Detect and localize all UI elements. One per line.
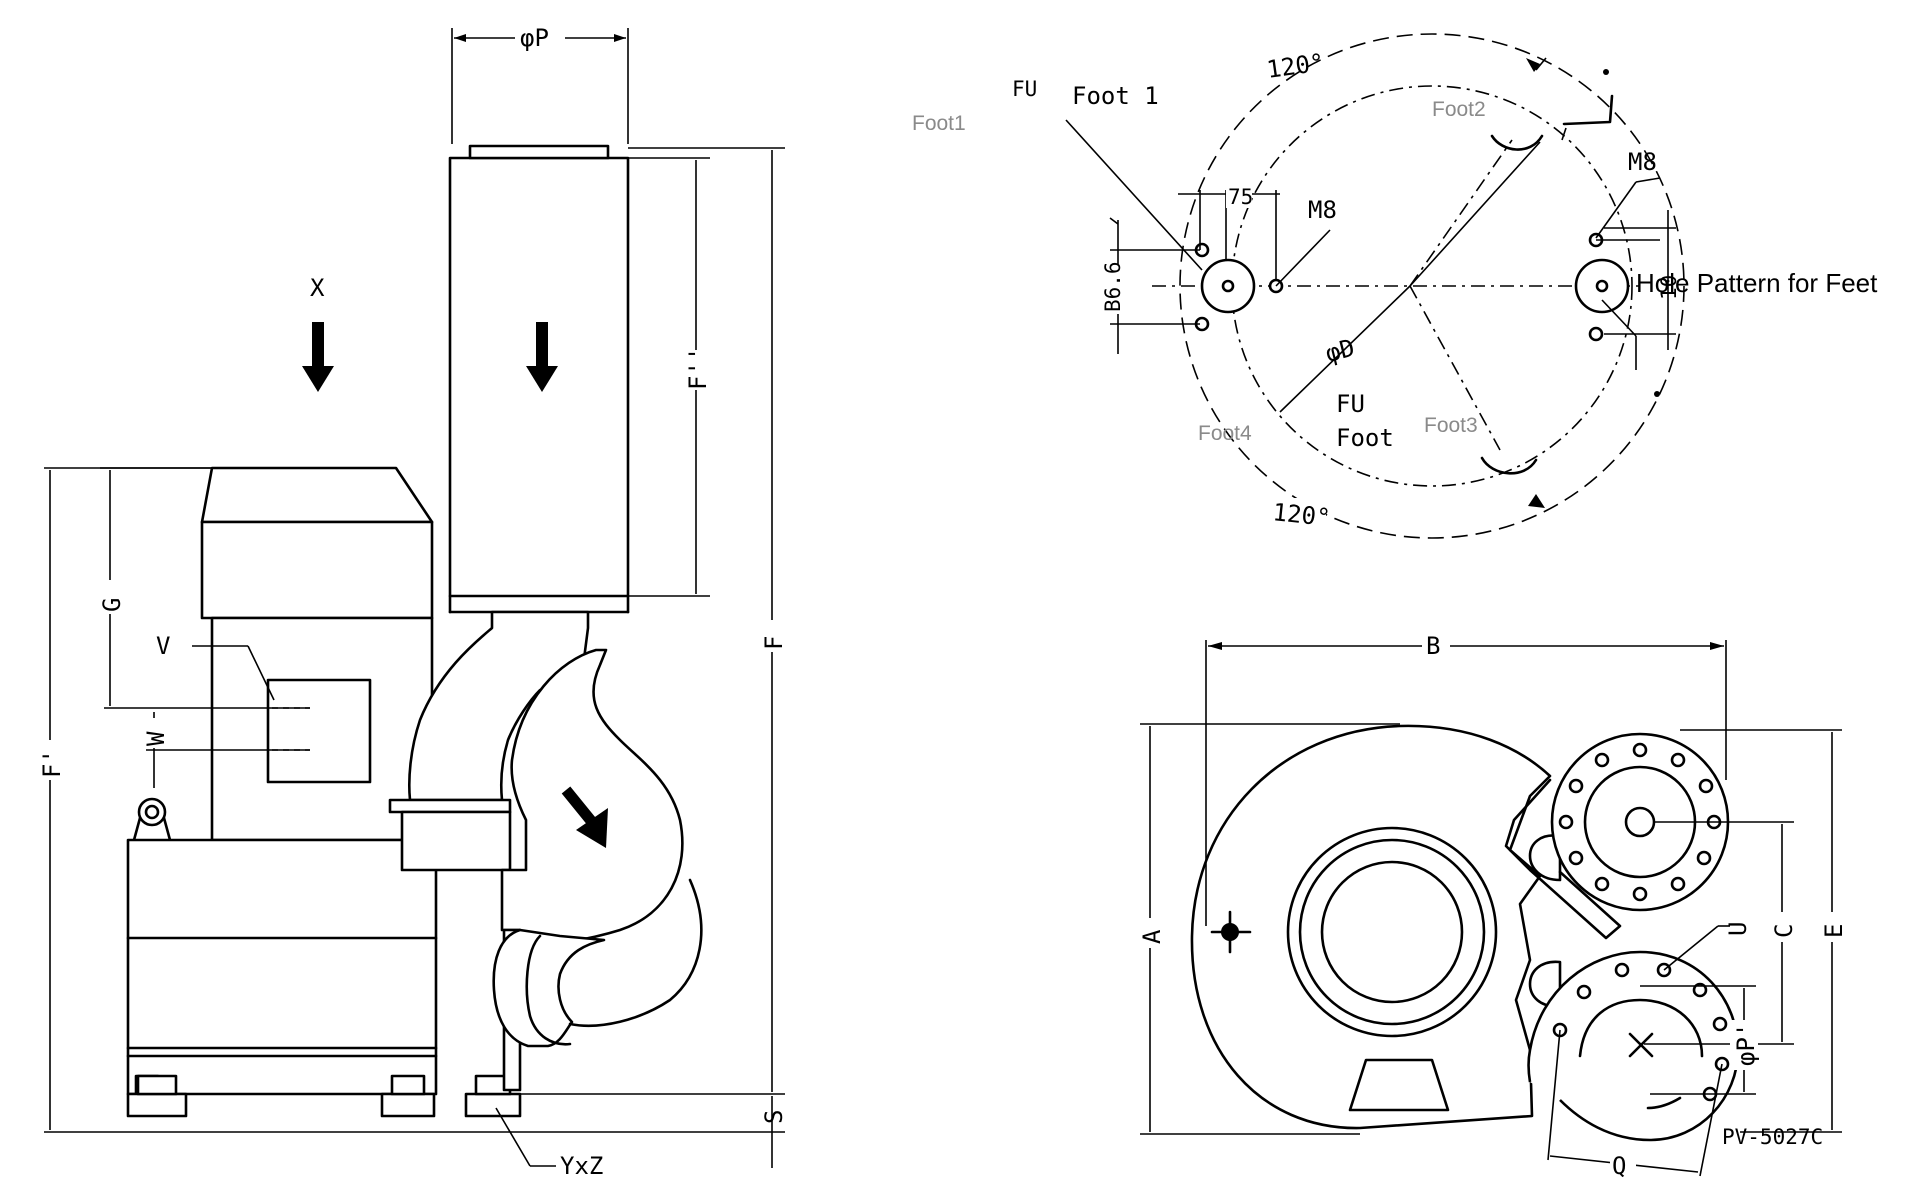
outlet-pipe [500, 648, 684, 948]
label-A: A [1138, 929, 1166, 944]
label-M8-left: M8 [1308, 196, 1337, 224]
lifting-eye [137, 797, 167, 827]
label-YxZ: YxZ [560, 1152, 603, 1180]
motor-head [200, 520, 434, 620]
foot-hole-right [1574, 258, 1630, 314]
label-Q: Q [1612, 1152, 1626, 1180]
flow-arrow-silencer [526, 322, 558, 392]
label-U: U [1724, 922, 1752, 936]
label-S: S [760, 1110, 788, 1124]
label-V: V [156, 632, 170, 660]
label-foot-bold: Foot [1336, 424, 1394, 452]
label-angle-bottom: 120° [1271, 498, 1331, 532]
bolt-circle-outer [1179, 33, 1685, 539]
label-fu-top: FU [1012, 77, 1037, 101]
annotation-foot2: Foot2 [1432, 98, 1486, 121]
label-phiP: φP [520, 24, 549, 52]
motor-cap [200, 466, 434, 524]
foot-middle [380, 1092, 436, 1118]
label-E: E [1820, 924, 1848, 938]
annotation-foot4: Foot4 [1198, 422, 1252, 445]
label-i-mark: 10 [1657, 275, 1681, 300]
bolt-circle-phiD [1231, 85, 1633, 487]
blower-housing [126, 838, 438, 1096]
label-F-double-prime: F'' [684, 347, 712, 390]
label-C: C [1770, 924, 1798, 938]
label-B: B [1426, 632, 1440, 660]
foot-hole-left [1200, 258, 1256, 314]
label-X: X [310, 274, 325, 302]
drawing-number: PV-5027C [1722, 1125, 1823, 1149]
label-M8-right: M8 [1628, 148, 1657, 176]
flange-bottom [1527, 950, 1740, 1142]
label-F-prime: F' [38, 749, 66, 778]
plan-view: B A E C φP' U Q PV-5 [1136, 632, 1848, 1180]
flow-arrow-outlet [561, 786, 608, 848]
annotation-foot3: Foot3 [1424, 414, 1478, 437]
label-G: G [98, 598, 126, 612]
plan-crosshair [1210, 910, 1252, 954]
annotation-foot1: Foot1 [912, 112, 966, 135]
label-75: 75 [1228, 185, 1253, 209]
hole-pattern-view: 120° 120° 75 M8 M8 10 B6.6 FU [912, 33, 1878, 539]
label-W: W [142, 731, 170, 746]
terminal-box [266, 678, 372, 784]
label-phiD: φD [1323, 334, 1358, 368]
flow-arrow-x [302, 322, 334, 392]
side-elevation-view: φP F'' F S F' G W [36, 24, 788, 1180]
label-foot1-bold: Foot 1 [1072, 82, 1159, 110]
foot-right [464, 1092, 522, 1118]
plan-motor-outer [1286, 826, 1498, 1038]
label-phiP-prime: φP' [1732, 1023, 1760, 1066]
label-B66: B6.6 [1101, 261, 1125, 312]
hole-pattern-title: Hole Pattern for Feet [1636, 268, 1878, 298]
label-angle-top: 120° [1265, 48, 1326, 84]
plan-foot [1348, 1058, 1450, 1112]
silencer-top [468, 144, 610, 160]
label-fu-bottom: FU [1336, 390, 1365, 418]
label-F: F [760, 636, 788, 650]
